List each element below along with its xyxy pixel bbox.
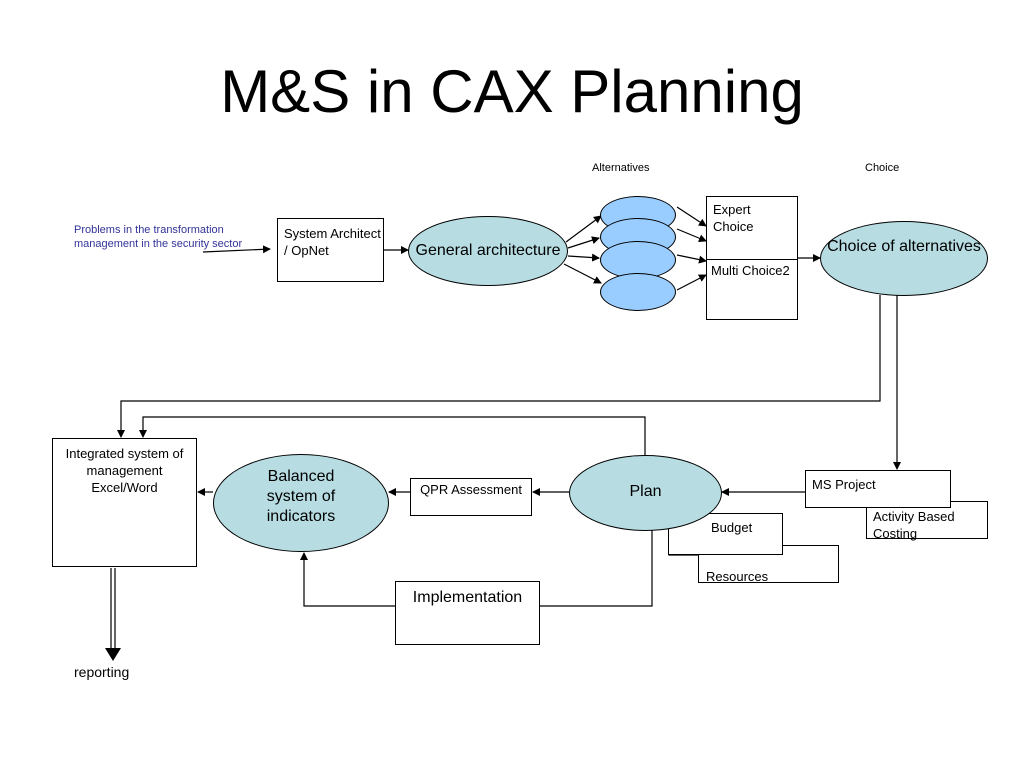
arrow-implementation-to-balanced	[300, 552, 395, 607]
connector-choice-to-integrated	[117, 295, 881, 438]
balanced-system-label: Balanced system of indicators	[266, 468, 336, 525]
integrated-system-box: Integrated system of management Excel/Wo…	[52, 438, 197, 567]
system-architect-box: System Architect / OpNet	[277, 218, 384, 282]
multi-choice-label: Multi Choice2	[711, 263, 790, 278]
arrow-general-to-alt4	[563, 263, 602, 284]
balanced-system-ellipse: Balanced system of indicators	[213, 454, 389, 552]
arrow-alt4-to-multi	[676, 274, 707, 291]
alternative-3-ellipse	[600, 241, 676, 279]
choice-of-alternatives-label: Choice of alternatives	[827, 237, 981, 255]
ms-project-box: MS Project	[805, 470, 951, 508]
connector-plan-to-integrated	[139, 416, 646, 455]
alternatives-caption: Alternatives	[592, 162, 650, 174]
implementation-box: Implementation	[395, 581, 540, 645]
arrow-general-to-alt1	[565, 215, 602, 243]
alternative-4-ellipse	[600, 273, 676, 311]
evaluation-divider	[707, 259, 797, 260]
plan-label: Plan	[629, 483, 662, 500]
choice-caption: Choice	[865, 162, 900, 174]
reporting-arrow-head	[105, 648, 121, 661]
problem-statement: Problems in the transformation managemen…	[74, 224, 243, 250]
arrow-alt1-to-expert	[676, 206, 707, 227]
resources-box: Resources	[698, 545, 839, 584]
choice-of-alternatives-ellipse: Choice of alternatives	[820, 221, 988, 296]
expert-choice-label: Expert Choice	[713, 202, 754, 234]
connector-plan-to-implementation	[539, 530, 653, 607]
plan-ellipse: Plan	[569, 455, 722, 531]
arrow-general-to-alt2	[567, 236, 600, 249]
arrow-problem-to-architect	[202, 245, 271, 254]
general-architecture-ellipse: General architecture	[408, 216, 568, 286]
arrow-alt2-to-expert	[676, 228, 707, 243]
arrow-alt3-to-multi	[676, 254, 707, 264]
qpr-assessment-box: QPR Assessment	[410, 478, 532, 516]
evaluation-tools-box: Expert Choice Multi Choice2	[706, 196, 798, 320]
page-title: M&S in CAX Planning	[220, 58, 804, 125]
arrow-general-to-alt3	[567, 253, 600, 262]
reporting-label: reporting	[74, 664, 130, 680]
